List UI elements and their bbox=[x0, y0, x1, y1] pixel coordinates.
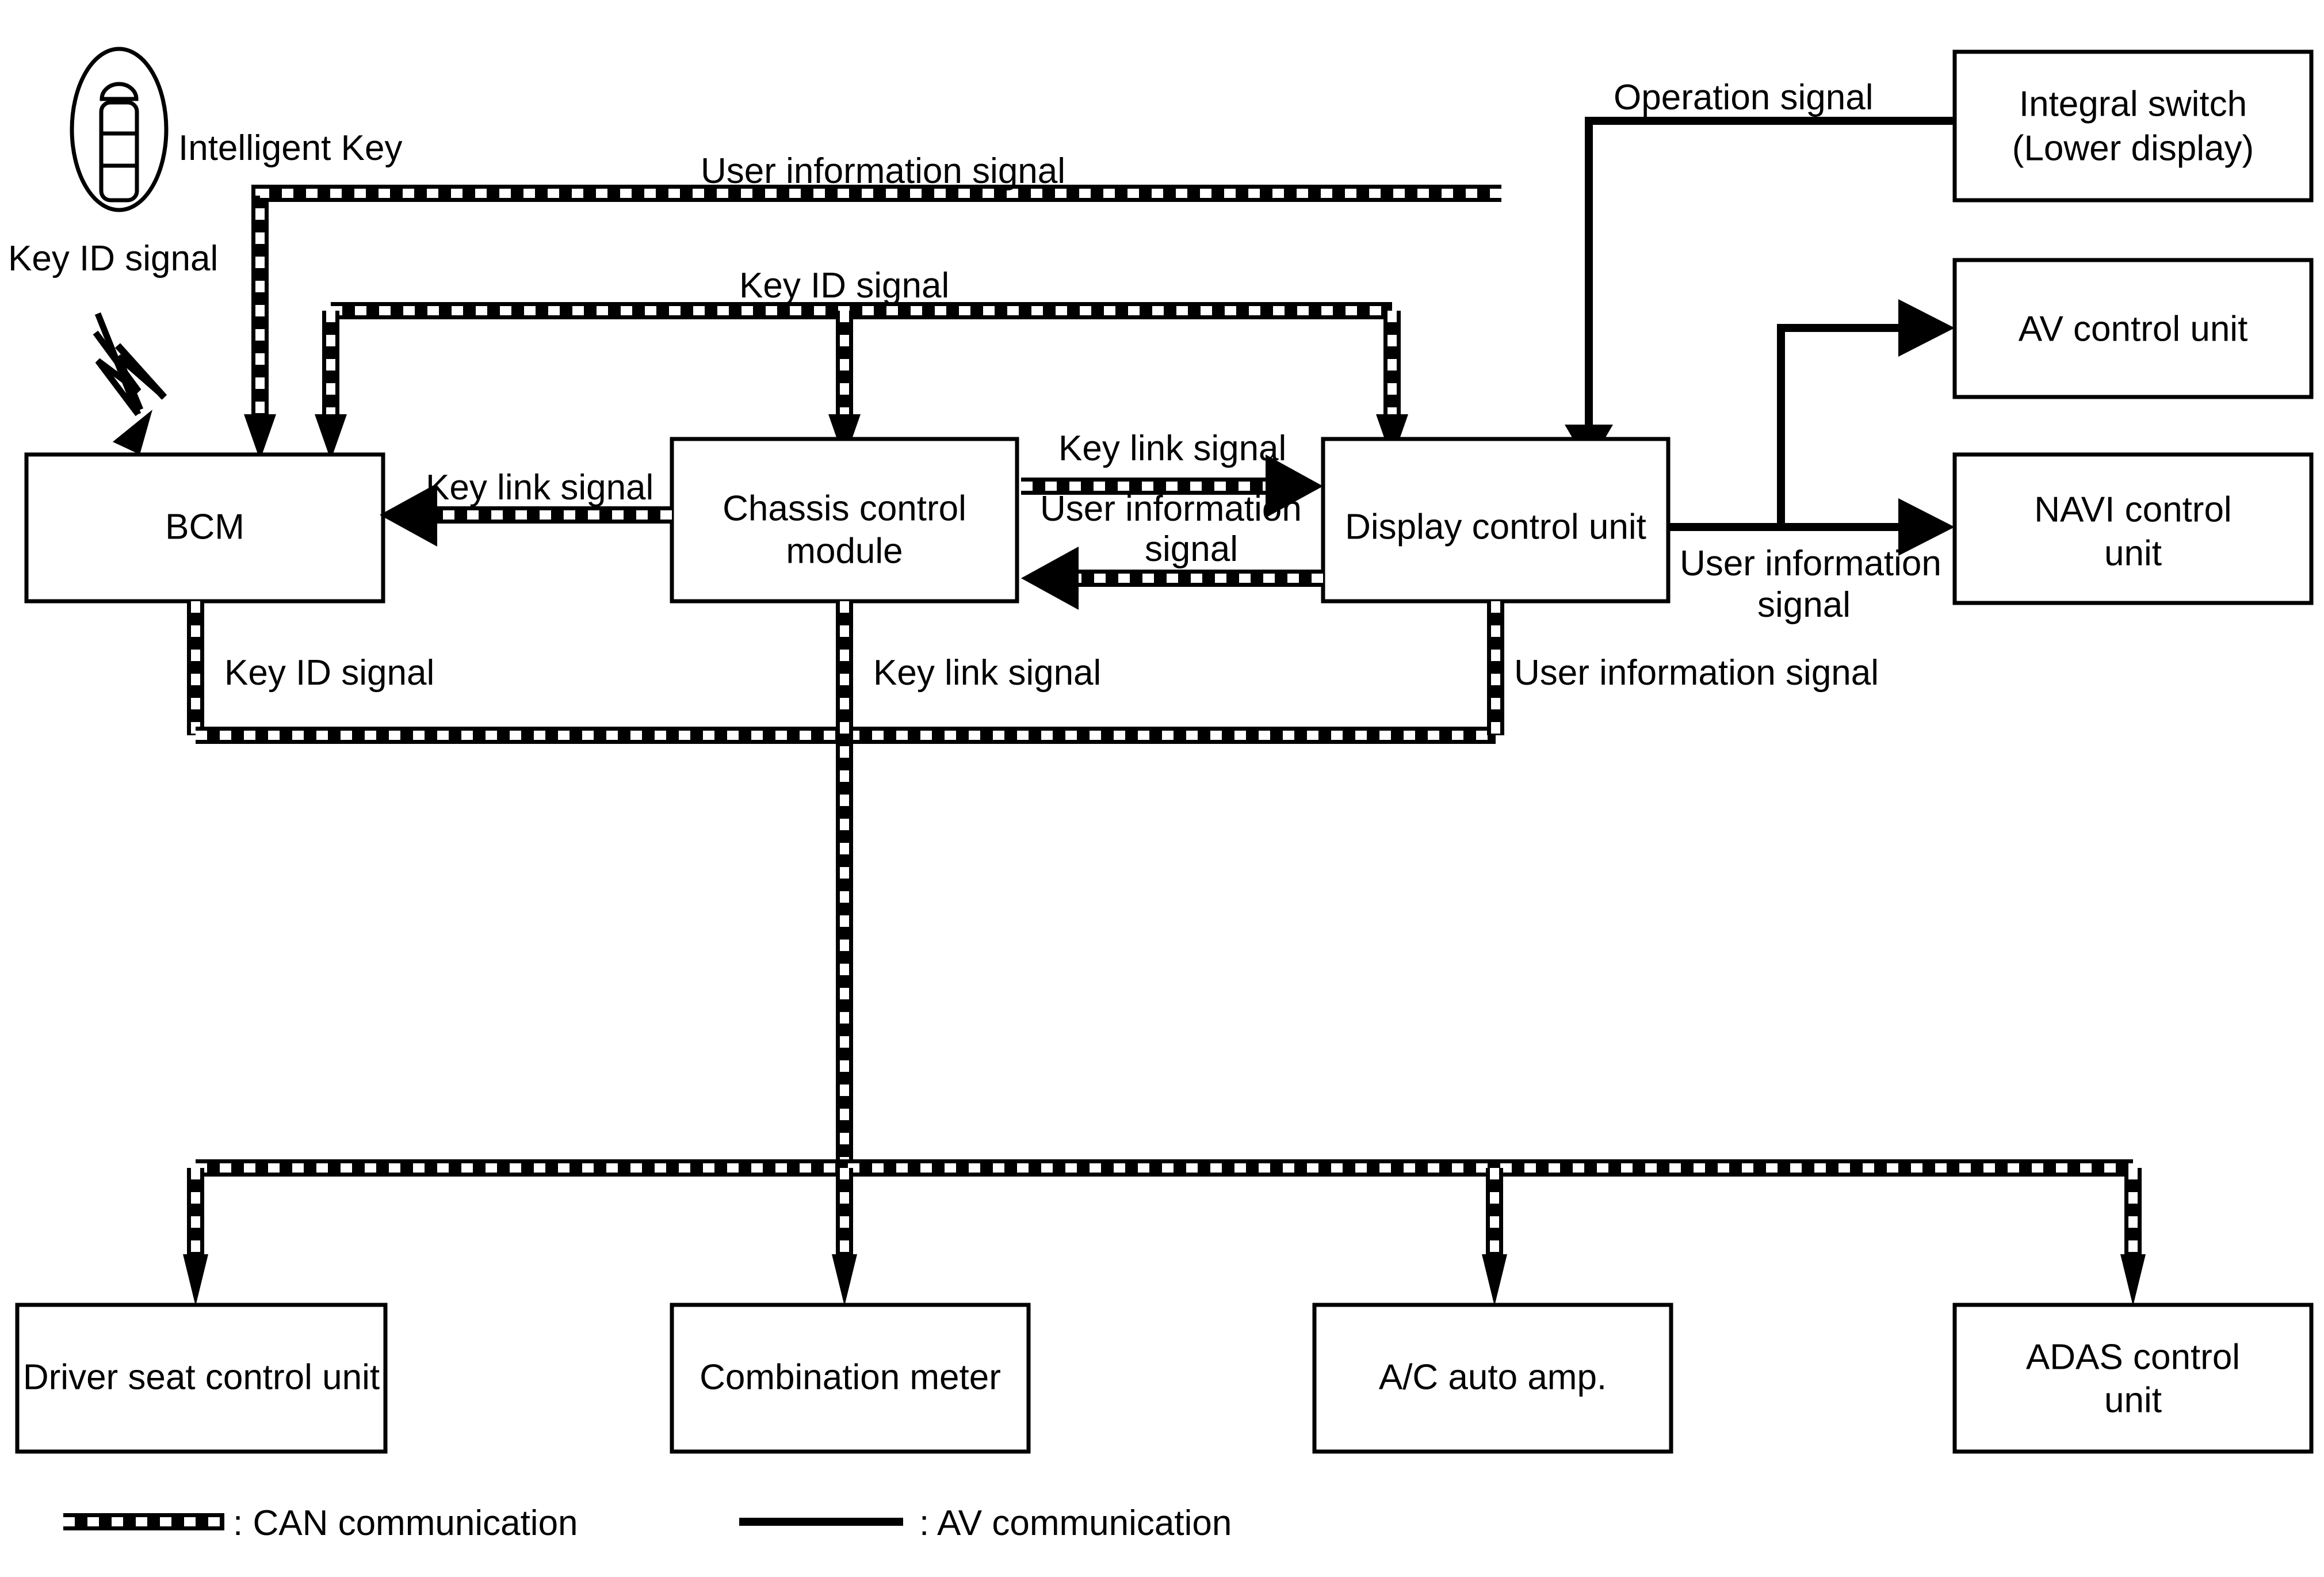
node-adas-control-unit-label-1: ADAS control bbox=[2026, 1337, 2240, 1377]
key-id-signal-bcm-down-label: Key ID signal bbox=[224, 653, 434, 693]
user-information-signal-right-label-2: signal bbox=[1757, 585, 1851, 625]
can-link-chassis-to-display bbox=[1021, 455, 1323, 518]
user-information-signal-display-to-chassis-label-2: signal bbox=[1145, 529, 1238, 569]
node-ac-auto-amp-label: A/C auto amp. bbox=[1379, 1357, 1607, 1397]
can-bus-user-information-top bbox=[244, 185, 1501, 460]
intelligent-key-label: Intelligent Key bbox=[178, 128, 402, 168]
node-driver-seat-control-unit[interactable]: Driver seat control unit bbox=[15, 1303, 388, 1454]
operation-signal-label: Operation signal bbox=[1614, 78, 1874, 117]
intelligent-key-fob-icon bbox=[70, 47, 169, 212]
node-combination-meter-label: Combination meter bbox=[700, 1357, 1001, 1397]
node-bcm[interactable]: BCM bbox=[24, 452, 385, 604]
av-line-display-to-av-navi bbox=[1668, 299, 1955, 556]
node-display-control-unit[interactable]: Display control unit bbox=[1321, 437, 1671, 604]
key-link-signal-chassis-down-label: Key link signal bbox=[873, 653, 1101, 693]
node-chassis-control-module[interactable]: Chassis control module bbox=[670, 437, 1019, 604]
node-ac-auto-amp[interactable]: A/C auto amp. bbox=[1312, 1303, 1673, 1454]
can-link-display-to-chassis bbox=[1021, 547, 1323, 610]
node-navi-control-unit-label-2: unit bbox=[2104, 533, 2162, 573]
key-link-signal-chassis-to-bcm-label: Key link signal bbox=[426, 468, 653, 507]
key-id-signal-top-label: Key ID signal bbox=[739, 266, 949, 306]
legend-can-label: : CAN communication bbox=[233, 1503, 578, 1543]
key-id-signal-from-key-label: Key ID signal bbox=[8, 239, 218, 278]
can-bus-middle bbox=[187, 601, 1504, 1168]
node-combination-meter[interactable]: Combination meter bbox=[670, 1303, 1031, 1454]
av-line-operation-signal bbox=[1565, 117, 1955, 466]
node-adas-control-unit-label-2: unit bbox=[2104, 1380, 2162, 1420]
node-driver-seat-control-unit-label: Driver seat control unit bbox=[23, 1357, 380, 1397]
key-link-signal-chassis-to-display-label: Key link signal bbox=[1058, 429, 1286, 468]
node-adas-control-unit[interactable]: ADAS control unit bbox=[1952, 1303, 2314, 1454]
can-bus-bottom bbox=[183, 1159, 2146, 1306]
node-integral-switch-label-2: (Lower display) bbox=[2012, 128, 2254, 168]
node-chassis-control-module-label-2: module bbox=[786, 531, 903, 571]
can-link-chassis-to-bcm bbox=[380, 483, 672, 547]
node-integral-switch-label-1: Integral switch bbox=[2019, 84, 2247, 124]
legend-av-label: : AV communication bbox=[919, 1503, 1232, 1543]
node-av-control-unit[interactable]: AV control unit bbox=[1952, 258, 2314, 399]
zigzag-bolt bbox=[93, 330, 142, 417]
user-information-signal-display-to-chassis-label-1: User information bbox=[1040, 489, 1302, 529]
user-information-signal-display-down-label: User information signal bbox=[1514, 653, 1879, 693]
node-bcm-label: BCM bbox=[165, 507, 244, 547]
key-id-arrowhead bbox=[113, 410, 152, 455]
user-information-signal-top-label: User information signal bbox=[701, 151, 1065, 191]
node-navi-control-unit[interactable]: NAVI control unit bbox=[1952, 452, 2314, 605]
node-integral-switch[interactable]: Integral switch (Lower display) bbox=[1952, 49, 2314, 203]
node-av-control-unit-label: AV control unit bbox=[2019, 309, 2248, 349]
user-information-signal-right-label-1: User information bbox=[1680, 544, 1941, 583]
node-display-control-unit-label: Display control unit bbox=[1345, 507, 1646, 547]
node-navi-control-unit-label-1: NAVI control bbox=[2034, 490, 2231, 529]
node-chassis-control-module-label-1: Chassis control bbox=[723, 488, 966, 528]
can-bus-key-id-top bbox=[315, 302, 1408, 460]
